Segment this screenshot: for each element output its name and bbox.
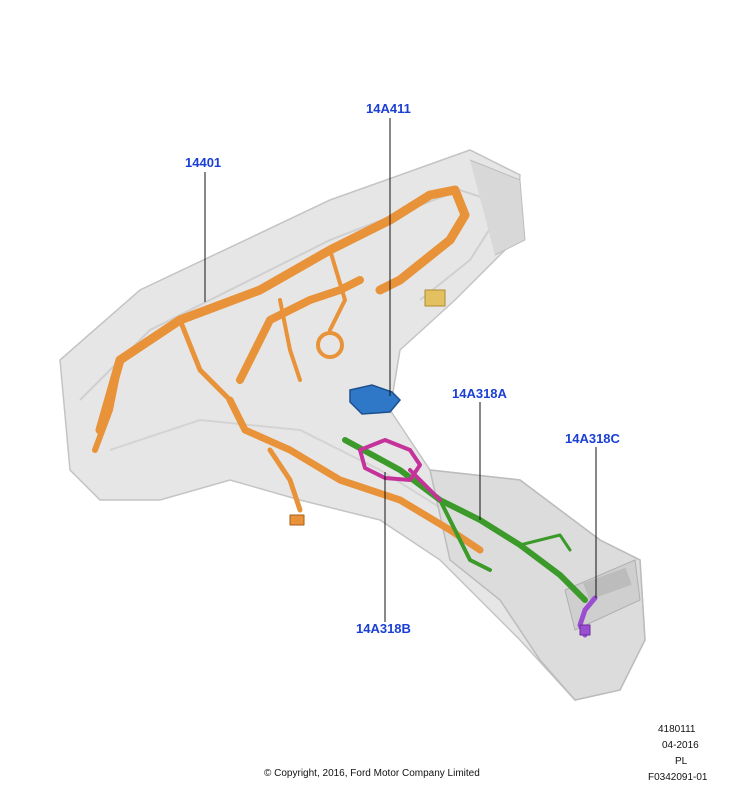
callout-label-14A318C: 14A318C [565, 431, 620, 446]
instrument-panel-illustration [59, 149, 646, 701]
callout-label-14401: 14401 [185, 155, 222, 170]
part-code: 4180111 [658, 724, 696, 735]
top-harness-blue [349, 384, 402, 415]
figure-id: F0342091-01 [648, 772, 708, 783]
callout-label-14A411: 14A411 [366, 101, 411, 116]
date-code: 04-2016 [662, 740, 699, 751]
console-harness-violet [577, 595, 598, 638]
callout-label-14A318A: 14A318A [452, 386, 507, 401]
copyright-notice: © Copyright, 2016, Ford Motor Company Li… [264, 768, 480, 779]
console-harness-magenta [358, 438, 442, 502]
region-code: PL [675, 756, 688, 767]
callout-label-14A318B: 14A318B [356, 621, 411, 636]
main-harness-orange [92, 185, 484, 554]
callout-leader-lines [204, 118, 597, 622]
